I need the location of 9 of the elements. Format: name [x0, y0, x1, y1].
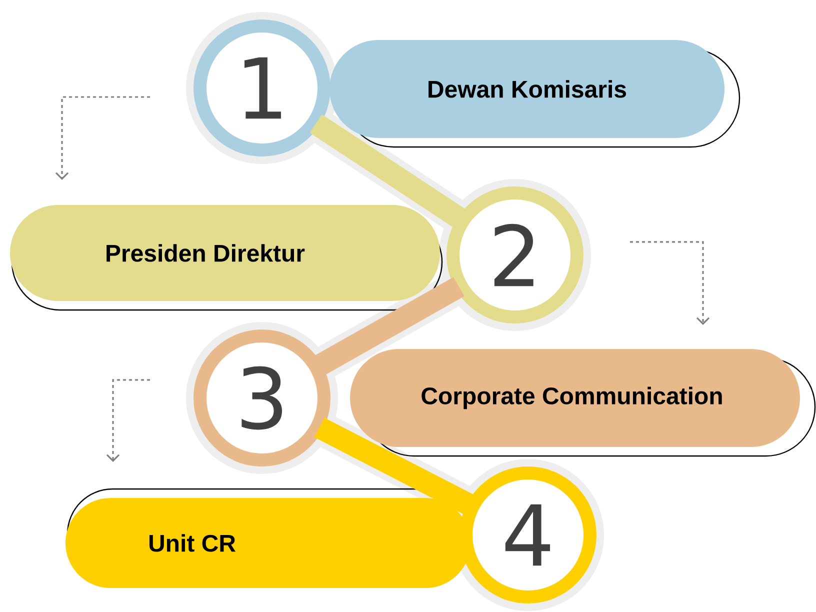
connector-band: [314, 418, 476, 516]
connector-band: [310, 114, 468, 229]
node-label: 4: [505, 504, 550, 566]
label-pill: Corporate Communication: [350, 348, 816, 457]
label-pill: Presiden Direktur: [10, 205, 443, 311]
connector-band: [312, 277, 464, 376]
label-pill: Dewan Komisaris: [330, 40, 740, 148]
label-pill: Unit CR: [66, 488, 474, 588]
node-label: 3: [242, 366, 282, 430]
